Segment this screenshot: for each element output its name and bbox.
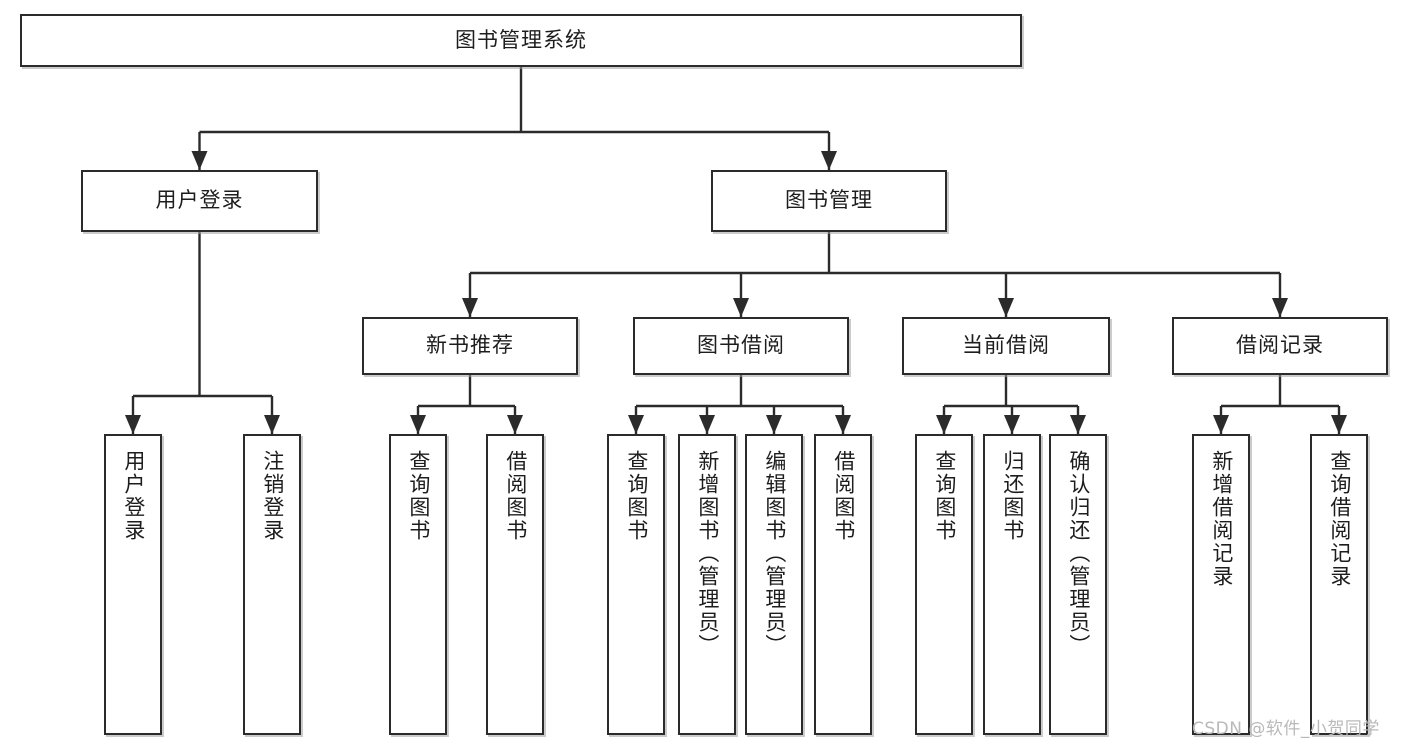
node-label: 新增借阅记录: [1209, 450, 1234, 588]
node-borrow[interactable]: 图书借阅: [633, 317, 849, 375]
node-newbook[interactable]: 新书推荐: [362, 317, 578, 375]
arrowhead-leaf-qrec: [1331, 415, 1347, 434]
node-leaf-q2[interactable]: 查询图书: [607, 434, 665, 735]
node-label: 编辑图书（管理员）: [762, 450, 787, 657]
node-leaf-return[interactable]: 归还图书: [983, 434, 1041, 735]
arrowhead-leaf-add: [699, 415, 715, 434]
node-label: 查询图书: [932, 450, 957, 542]
node-leaf-confirm[interactable]: 确认归还（管理员）: [1049, 434, 1107, 735]
arrowhead-leaf-login: [125, 415, 141, 434]
node-label: 当前借阅: [962, 333, 1050, 358]
arrowhead-leaf-addrec: [1213, 415, 1229, 434]
node-label: 确认归还（管理员）: [1066, 450, 1091, 657]
node-label: 新增图书（管理员）: [695, 450, 720, 657]
node-label: 用户登录: [155, 188, 244, 213]
arrowhead-leaf-b1: [507, 415, 523, 434]
node-label: 查询借阅记录: [1327, 450, 1352, 588]
arrowhead-leaf-q3: [936, 415, 952, 434]
arrowhead-leaf-edit: [766, 415, 782, 434]
node-label: 借阅记录: [1236, 333, 1324, 358]
node-label: 查询图书: [624, 450, 649, 542]
arrowhead-borrow: [733, 298, 749, 317]
node-leaf-edit[interactable]: 编辑图书（管理员）: [745, 434, 803, 735]
arrowhead-records: [1272, 298, 1288, 317]
arrowhead-leaf-confirm: [1070, 415, 1086, 434]
node-leaf-b1[interactable]: 借阅图书: [486, 434, 544, 735]
node-label: 借阅图书: [503, 450, 528, 542]
node-label: 用户登录: [121, 450, 146, 542]
node-label: 借阅图书: [831, 450, 856, 542]
node-label: 图书管理系统: [455, 27, 587, 52]
node-leaf-qrec[interactable]: 查询借阅记录: [1310, 434, 1368, 735]
node-root[interactable]: 图书管理系统: [20, 14, 1022, 67]
arrowhead-bookmgmt: [821, 151, 837, 170]
node-leaf-add[interactable]: 新增图书（管理员）: [678, 434, 736, 735]
node-current[interactable]: 当前借阅: [902, 317, 1110, 375]
node-label: 注销登录: [260, 450, 285, 542]
node-label: 查询图书: [406, 450, 431, 542]
arrowhead-leaf-q2: [628, 415, 644, 434]
node-label: 图书管理: [785, 188, 873, 213]
node-bookmgmt[interactable]: 图书管理: [711, 170, 947, 232]
arrowhead-leaf-logout: [264, 415, 280, 434]
node-leaf-login[interactable]: 用户登录: [104, 434, 162, 735]
node-records[interactable]: 借阅记录: [1172, 317, 1388, 375]
node-label: 新书推荐: [426, 333, 514, 358]
arrowhead-current: [998, 298, 1014, 317]
arrowhead-leaf-b2: [835, 415, 851, 434]
node-leaf-q3[interactable]: 查询图书: [915, 434, 973, 735]
node-leaf-b2[interactable]: 借阅图书: [814, 434, 872, 735]
arrowhead-newbook: [462, 298, 478, 317]
node-leaf-addrec[interactable]: 新增借阅记录: [1192, 434, 1250, 735]
arrowhead-leaf-return: [1004, 415, 1020, 434]
node-leaf-q1[interactable]: 查询图书: [389, 434, 447, 735]
node-label: 归还图书: [1000, 450, 1025, 542]
arrowhead-leaf-q1: [410, 415, 426, 434]
node-leaf-logout[interactable]: 注销登录: [243, 434, 301, 735]
node-login[interactable]: 用户登录: [81, 170, 318, 232]
node-label: 图书借阅: [697, 333, 785, 358]
arrowhead-login: [191, 151, 208, 170]
